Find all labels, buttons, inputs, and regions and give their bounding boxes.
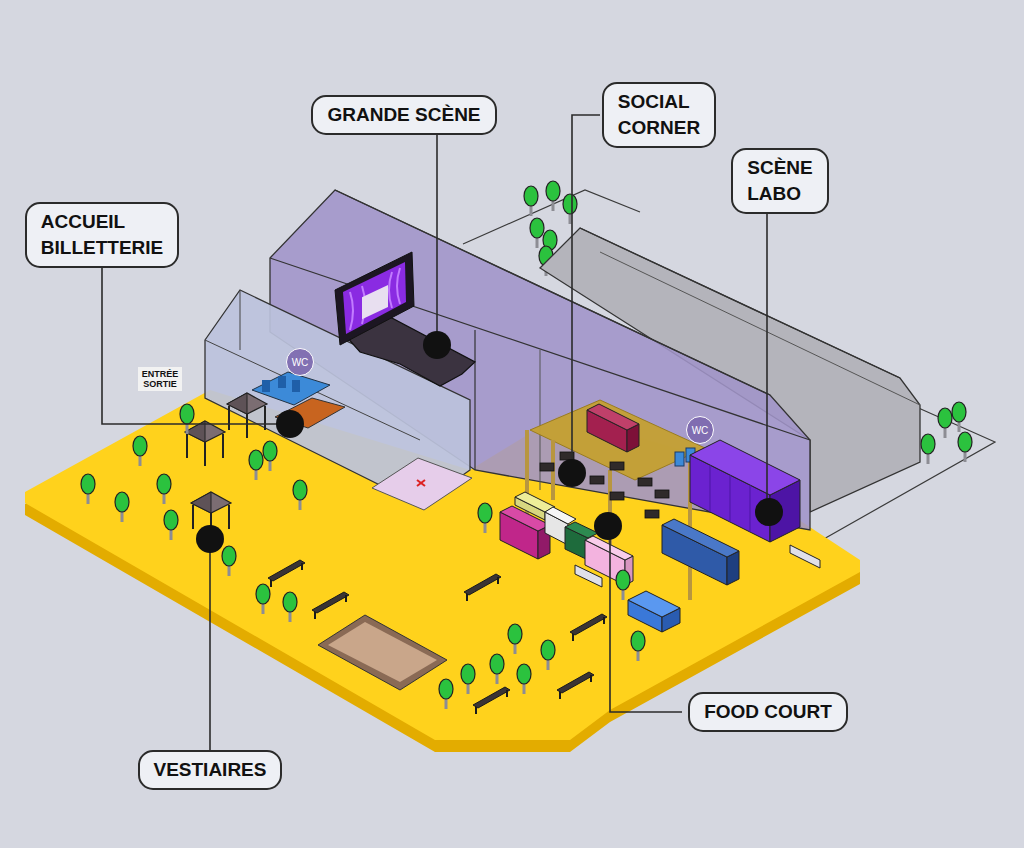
callout-box: GRANDE SCÈNE <box>311 95 496 135</box>
wc-marker: WC <box>686 416 714 444</box>
callout-box: SCÈNE LABO <box>731 148 828 213</box>
wc-marker: WC <box>286 348 314 376</box>
callout-box: ACCUEIL BILLETTERIE <box>25 202 179 267</box>
callout-text: VESTIAIRES <box>154 757 267 783</box>
callout-text: SOCIAL CORNER <box>618 89 700 140</box>
callout-text: GRANDE SCÈNE <box>327 102 480 128</box>
entrance-label: ENTRÉE SORTIE <box>138 367 183 392</box>
callout-box: SOCIAL CORNER <box>602 82 716 147</box>
callout-text: FOOD COURT <box>704 699 832 725</box>
callout-text: ACCUEIL BILLETTERIE <box>41 209 163 260</box>
callout-box: FOOD COURT <box>688 692 848 732</box>
callout-text: SCÈNE LABO <box>747 155 812 206</box>
callout-box: VESTIAIRES <box>138 750 283 790</box>
